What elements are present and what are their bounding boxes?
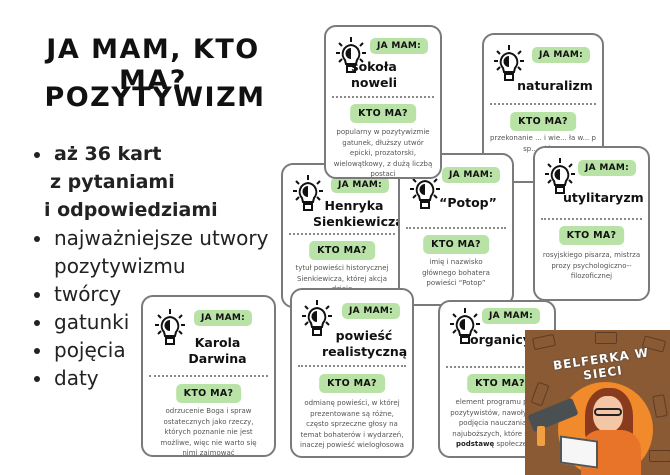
card-answer: “Potop” <box>439 195 497 210</box>
card-karola-darwina: JA MAM: Karola Darwina KTO MA? odrzuceni… <box>141 295 276 457</box>
glasses-icon <box>594 408 622 416</box>
card-divider <box>332 96 434 98</box>
card-divider <box>541 218 642 220</box>
bullet-icon <box>34 348 40 354</box>
kto-ma-label: KTO MA? <box>350 104 416 123</box>
card-answer: powieść realistyczną <box>322 328 408 359</box>
card-answer: Karola Darwina <box>188 335 247 366</box>
kto-ma-label: KTO MA? <box>309 241 375 260</box>
page-subtitle: POZYTYWIZM <box>44 82 266 113</box>
card-question: odmianę powieści, w której prezentowane … <box>300 399 404 449</box>
book-icon <box>649 450 670 462</box>
feature-item: najważniejsze utwory pozytywizmu <box>34 224 274 280</box>
card-divider <box>289 233 395 235</box>
bullet-icon <box>34 236 40 242</box>
kto-ma-label: KTO MA? <box>175 384 242 403</box>
card-divider <box>149 375 268 377</box>
card-divider <box>298 365 406 367</box>
ja-mam-label: JA MAM: <box>577 160 636 176</box>
ja-mam-label: JA MAM: <box>330 177 389 193</box>
card-answer: sokoła noweli <box>350 59 398 90</box>
ja-mam-label: JA MAM: <box>193 310 252 326</box>
laptop-icon <box>560 435 598 469</box>
card-answer: Henryka Sienkiewicza <box>313 198 403 229</box>
card-sokola-noweli: JA MAM: sokoła noweli KTO MA? popularny … <box>324 25 442 179</box>
lightbulb-gear-icon <box>494 45 524 81</box>
ja-mam-label: JA MAM: <box>531 47 590 63</box>
bullet-icon <box>34 320 40 326</box>
kto-ma-label: KTO MA? <box>558 226 625 245</box>
card-answer: utylitaryzm <box>563 190 644 205</box>
card-question: element programu po... pozytywistów, naw… <box>450 398 544 448</box>
ja-mam-label: JA MAM: <box>369 38 428 54</box>
belferka-w-sieci-logo: BELFERKA W SIECI <box>525 330 670 475</box>
card-divider <box>406 227 506 229</box>
feature-list: aż 36 kart z pytaniami i odpowiedziami n… <box>34 140 274 392</box>
ja-mam-label: JA MAM: <box>481 308 540 324</box>
kto-ma-label: KTO MA? <box>510 112 576 131</box>
card-question: imię i nazwisko głównego bohatera powieś… <box>422 258 490 287</box>
card-answer: naturalizm <box>517 78 593 93</box>
card-question: popularny w pozytywizmie gatunek, dłuższ… <box>333 128 433 178</box>
ja-mam-label: JA MAM: <box>341 303 400 319</box>
page-title: JA MAM, KTO MA? <box>46 34 260 96</box>
lightbulb-gear-icon <box>545 158 575 194</box>
kto-ma-label: KTO MA? <box>319 374 385 393</box>
bullet-icon <box>34 376 40 382</box>
card-question: rosyjskiego pisarza, mistrza prozy psych… <box>542 251 641 280</box>
ja-mam-label: JA MAM: <box>441 167 500 183</box>
book-icon <box>595 332 617 344</box>
feature-item: pojęcia <box>34 336 274 364</box>
bullet-icon <box>34 292 40 298</box>
card-divider <box>490 103 596 105</box>
card-powiesc-realistyczna: JA MAM: powieść realistyczną KTO MA? odm… <box>290 288 414 458</box>
book-icon <box>531 333 557 351</box>
card-divider <box>446 366 548 368</box>
card-utylitaryzm: JA MAM: utylitaryzm KTO MA? rosyjskiego … <box>533 146 650 301</box>
kto-ma-label: KTO MA? <box>467 374 533 393</box>
feature-item: daty <box>34 364 274 392</box>
book-icon <box>652 394 668 418</box>
feature-item: aż 36 kart z pytaniami i odpowiedziami <box>34 140 274 224</box>
cap-tassel <box>537 426 545 446</box>
card-henryka-sienkiewicza: JA MAM: Henryka Sienkiewicza KTO MA? tyt… <box>281 163 403 308</box>
kto-ma-label: KTO MA? <box>423 235 489 254</box>
feature-item: twórcy <box>34 280 274 308</box>
card-question: odrzucenie Boga i spraw ostatecznych jak… <box>160 407 257 457</box>
feature-item: gatunki <box>34 308 274 336</box>
bullet-icon <box>34 152 40 158</box>
